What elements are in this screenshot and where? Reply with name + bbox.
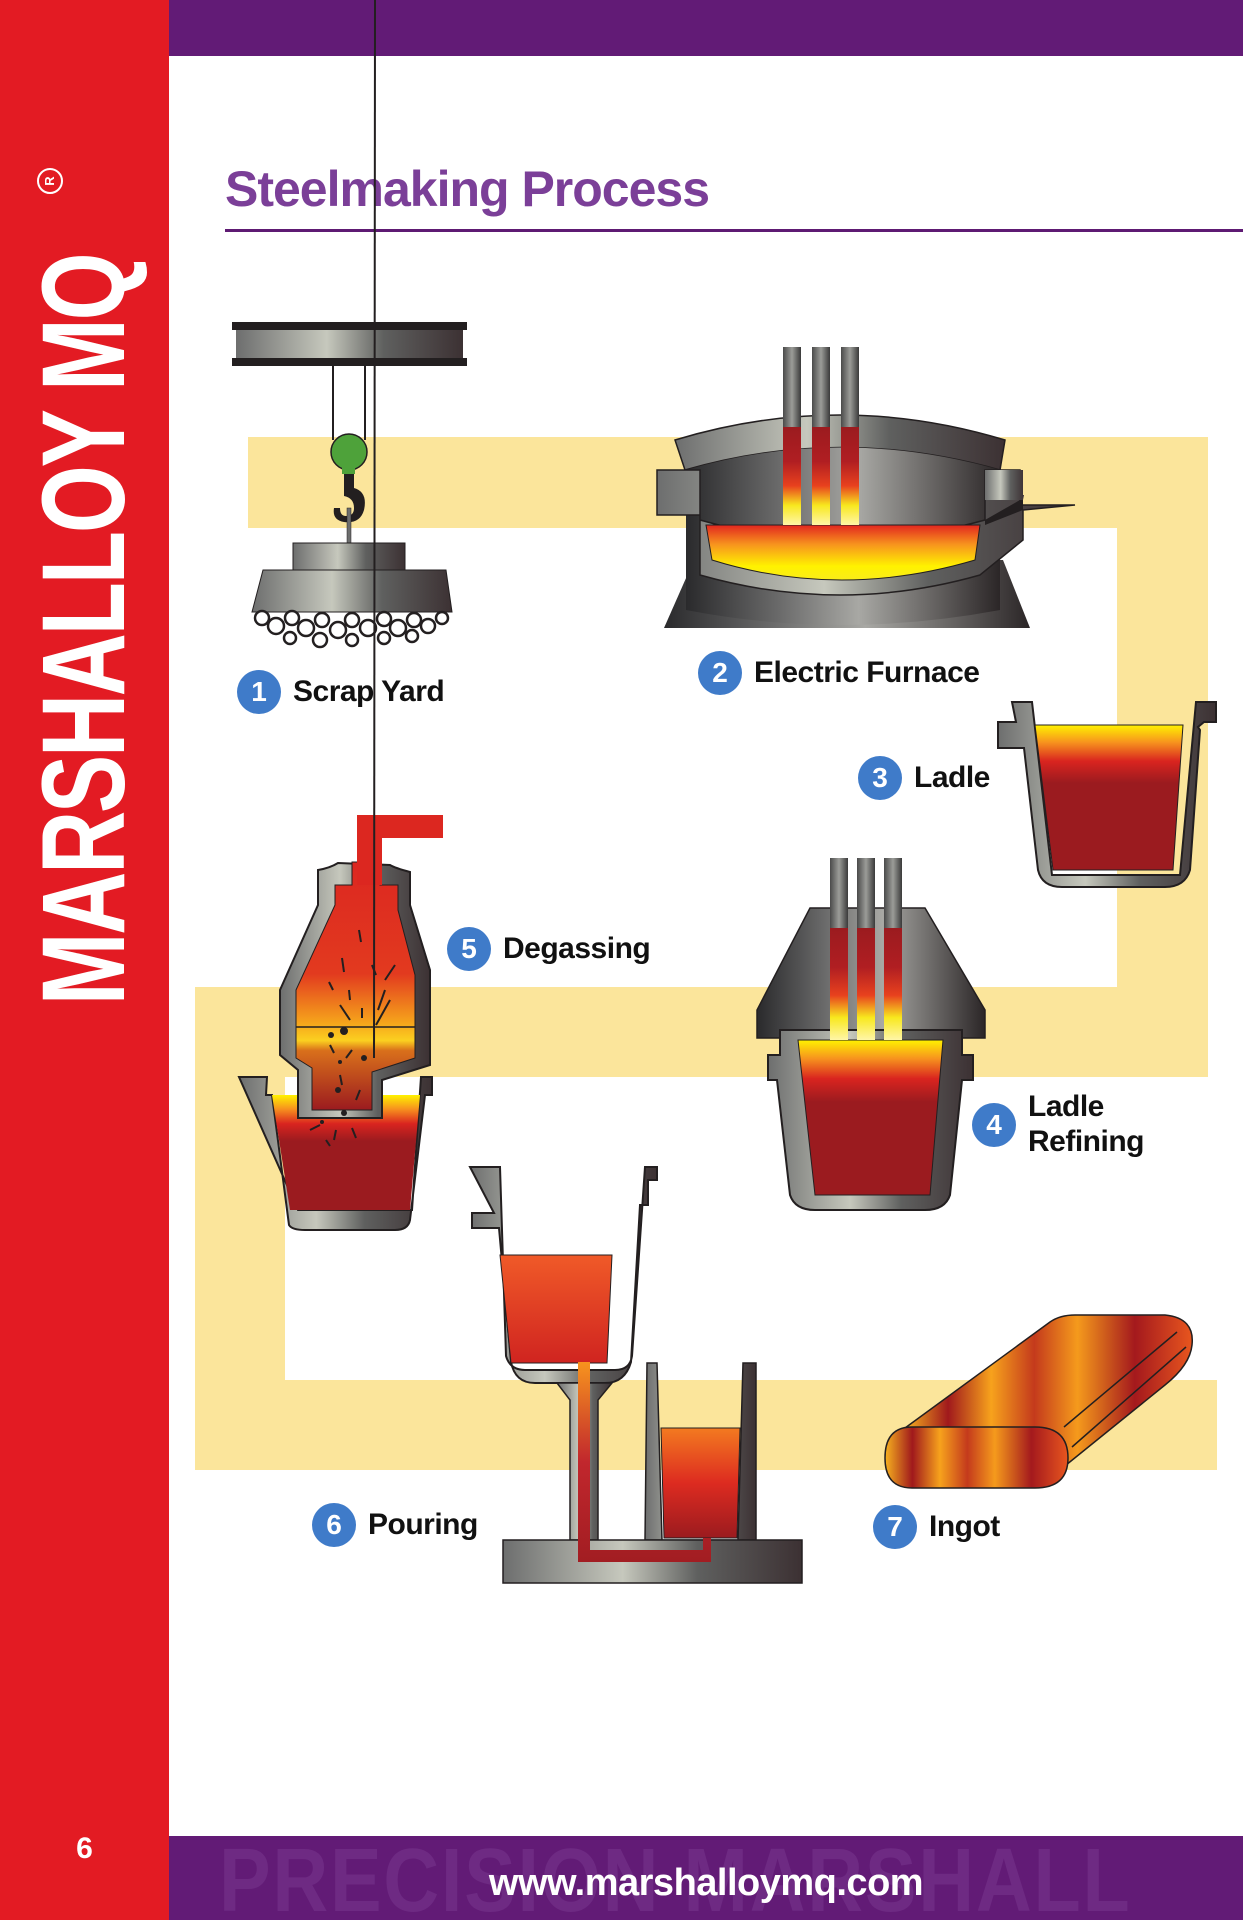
step-label: Ingot — [929, 1509, 1000, 1543]
step-3-ladle: 3 Ladle — [858, 756, 990, 800]
website-link[interactable]: www.marshalloymq.com — [488, 1862, 924, 1904]
step-2-electric-furnace: 2 Electric Furnace — [698, 651, 980, 695]
crane-magnet-illustration — [232, 322, 467, 649]
page-title: Steelmaking Process — [225, 161, 710, 217]
page-number: 6 — [76, 1832, 93, 1865]
ingot-illustration — [884, 1314, 1193, 1489]
ladle-illustration — [997, 701, 1217, 888]
step-label: Degassing — [503, 931, 651, 965]
step-label: Ladle Refining — [1028, 1090, 1145, 1159]
title-divider — [225, 229, 1243, 232]
brand-sidebar: MARSHALLOY MQ R 6 — [0, 0, 169, 1920]
step-number-badge: 6 — [312, 1503, 356, 1547]
step-5-degassing: 5 Degassing — [447, 927, 651, 971]
step-4-ladle-refining: 4 Ladle Refining — [972, 1090, 1145, 1159]
ladle-refining-illustration — [756, 858, 986, 1211]
step-number-badge: 5 — [447, 927, 491, 971]
footer-bar: PRECISION MARSHALL www.marshalloymq.com — [169, 1836, 1243, 1920]
electric-furnace-illustration — [656, 347, 1076, 628]
step-1-scrap-yard: 1 Scrap Yard — [237, 670, 445, 714]
step-label: Ladle — [914, 760, 990, 794]
step-number-badge: 4 — [972, 1102, 1016, 1147]
step-number-badge: 3 — [858, 756, 902, 800]
step-label-line-2: Refining — [1028, 1124, 1145, 1158]
step-label: Scrap Yard — [293, 674, 445, 708]
pouring-illustration — [468, 1166, 803, 1584]
step-label: Electric Furnace — [754, 655, 980, 689]
step-7-ingot: 7 Ingot — [873, 1505, 1000, 1549]
step-label-line-1: Ladle — [1028, 1090, 1104, 1123]
step-number-badge: 7 — [873, 1505, 917, 1549]
step-number-badge: 2 — [698, 651, 742, 695]
footer-watermark: PRECISION MARSHALL — [219, 1836, 1132, 1920]
step-label: Pouring — [368, 1507, 478, 1541]
degassing-illustration — [237, 0, 443, 1231]
step-6-pouring: 6 Pouring — [312, 1503, 478, 1547]
step-number-badge: 1 — [237, 670, 281, 714]
header-bar — [169, 0, 1243, 56]
